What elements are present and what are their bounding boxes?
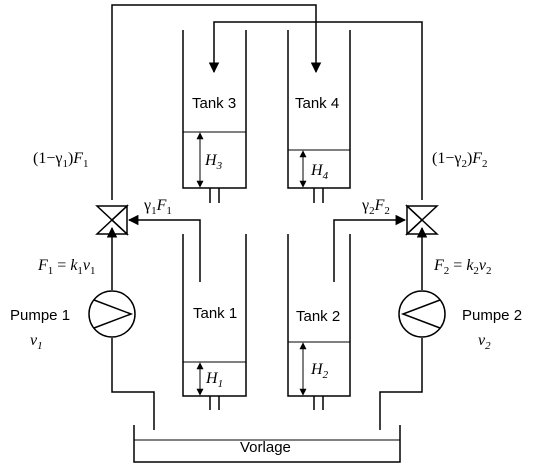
pump-2-label: Pumpe 2 bbox=[462, 307, 522, 324]
reservoir-label: Vorlage bbox=[240, 439, 291, 456]
flow-one-minus-gamma1-f1: (1−γ1)F1 bbox=[33, 150, 89, 170]
tank-4: Tank 4 H4 bbox=[287, 30, 351, 203]
flow-eq-f1: F1 = k1v1 bbox=[37, 257, 96, 277]
pump-2-input: v2 bbox=[478, 332, 491, 352]
tank-1-label: Tank 1 bbox=[193, 305, 237, 322]
flow-eq-f2: F2 = k2v2 bbox=[433, 257, 492, 277]
three-way-valve-2 bbox=[405, 204, 439, 236]
tank-1: Tank 1 H1 bbox=[182, 234, 247, 410]
flow-gamma1-f1: γ1F1 bbox=[143, 197, 172, 217]
pump-1 bbox=[88, 290, 136, 338]
tank-3: Tank 3 H3 bbox=[182, 30, 247, 203]
tank-3-label: Tank 3 bbox=[192, 95, 236, 112]
flow-one-minus-gamma2-f2: (1−γ2)F2 bbox=[432, 150, 488, 170]
tank-4-label: Tank 4 bbox=[295, 95, 339, 112]
pipe-right-loop bbox=[213, 21, 428, 430]
three-way-valve-1 bbox=[95, 204, 129, 236]
pump-1-label: Pumpe 1 bbox=[10, 307, 70, 324]
pipe-left-loop bbox=[106, 4, 322, 430]
tank-3-level-label: H3 bbox=[204, 152, 223, 172]
tank-4-level-label: H4 bbox=[310, 162, 329, 182]
reservoir: Vorlage bbox=[133, 425, 401, 463]
tank-1-level-label: H1 bbox=[205, 370, 223, 390]
tank-2-label: Tank 2 bbox=[296, 308, 340, 325]
tank-2: Tank 2 H2 bbox=[287, 234, 351, 410]
pump-1-input: v1 bbox=[30, 332, 43, 352]
pump-2 bbox=[398, 290, 446, 338]
tank-2-level-label: H2 bbox=[310, 361, 329, 381]
flow-gamma2-f2: γ2F2 bbox=[361, 197, 390, 217]
